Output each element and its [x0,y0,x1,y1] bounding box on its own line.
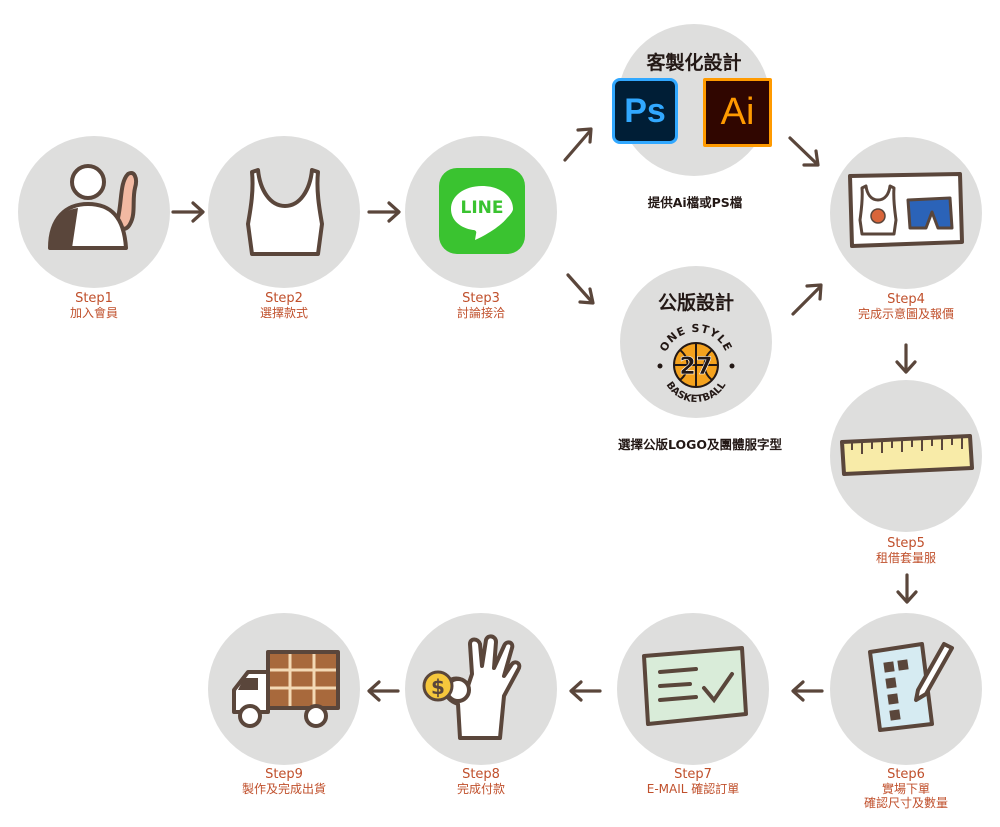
order-form-icon [868,642,954,732]
step6-desc: 實場下單 [881,782,930,796]
step2-number: Step2 [265,291,303,306]
jersey-icon [246,168,324,256]
step5-number: Step5 [887,536,925,551]
line-bubble-icon [451,186,513,240]
step2-desc: 選擇款式 [259,306,308,320]
arrow-step5-to-step6 [896,573,918,604]
arrow-step6-to-step7 [791,680,824,702]
line-text: LINE [460,198,504,218]
logo-number: 27 [679,352,712,380]
public-design-caption: 選擇公版LOGO及團體服字型 [617,437,783,452]
step3-desc: 討論接洽 [456,306,505,320]
illustrator-label: Ai [720,91,755,133]
arrow-step3-to-custom [563,127,593,162]
step9-label: Step9 製作及完成出貨 [226,767,342,797]
arrow-step3-to-public [566,273,595,305]
step3-number: Step3 [462,291,500,306]
step8-label: Step8 完成付款 [431,767,531,797]
svg-text:$: $ [431,675,445,699]
arrow-step4-to-step5 [895,343,917,374]
step8-number: Step8 [462,767,500,782]
step1-desc: 加入會員 [69,306,118,320]
custom-design-caption: 提供Ai檔或PS檔 [647,195,743,210]
step5-label: Step5 租借套量服 [856,536,956,566]
step9-number: Step9 [265,767,303,782]
step6-label: Step6 實場下單 確認尺寸及數量 [846,767,966,811]
step4-desc: 完成示意圖及報價 [857,307,954,321]
one-style-basketball-logo: ONE STYLE BASKETBALL 27 [657,322,735,405]
step9-desc: 製作及完成出貨 [241,782,326,796]
step5-desc: 租借套量服 [875,551,936,565]
step1-number: Step1 [75,291,113,306]
arrow-step7-to-step8 [569,680,602,702]
ruler-icon [840,434,974,476]
arrow-custom-to-step4 [788,136,820,167]
payment-hand-icon: $ [422,634,522,740]
step1-label: Step1 加入會員 [44,291,144,321]
custom-design-title: 客製化設計 [646,52,742,74]
photoshop-icon: Ps [612,78,678,144]
step7-label: Step7 E-MAIL 確認訂單 [633,767,753,797]
public-design-title: 公版設計 [657,292,734,314]
step2-label: Step2 選擇款式 [234,291,334,321]
arrow-step1-to-step2 [171,201,205,223]
photoshop-label: Ps [624,92,666,130]
email-confirm-card-icon [642,646,748,726]
step6-desc2: 確認尺寸及數量 [863,796,948,810]
step7-number: Step7 [674,767,712,782]
step4-number: Step4 [887,292,925,307]
member-wave-icon [48,164,139,250]
step7-desc: E-MAIL 確認訂單 [646,782,740,796]
arrow-public-to-step4 [791,283,823,316]
arrow-step2-to-step3 [367,201,401,223]
step4-label: Step4 完成示意圖及報價 [846,292,966,322]
step8-desc: 完成付款 [456,782,505,796]
arrow-step8-to-step9 [367,680,400,702]
delivery-truck-icon [232,650,340,728]
step3-label: Step3 討論接洽 [431,291,531,321]
step6-number: Step6 [887,767,925,782]
illustrator-icon: Ai [703,78,772,147]
mockup-board-icon [848,172,964,248]
